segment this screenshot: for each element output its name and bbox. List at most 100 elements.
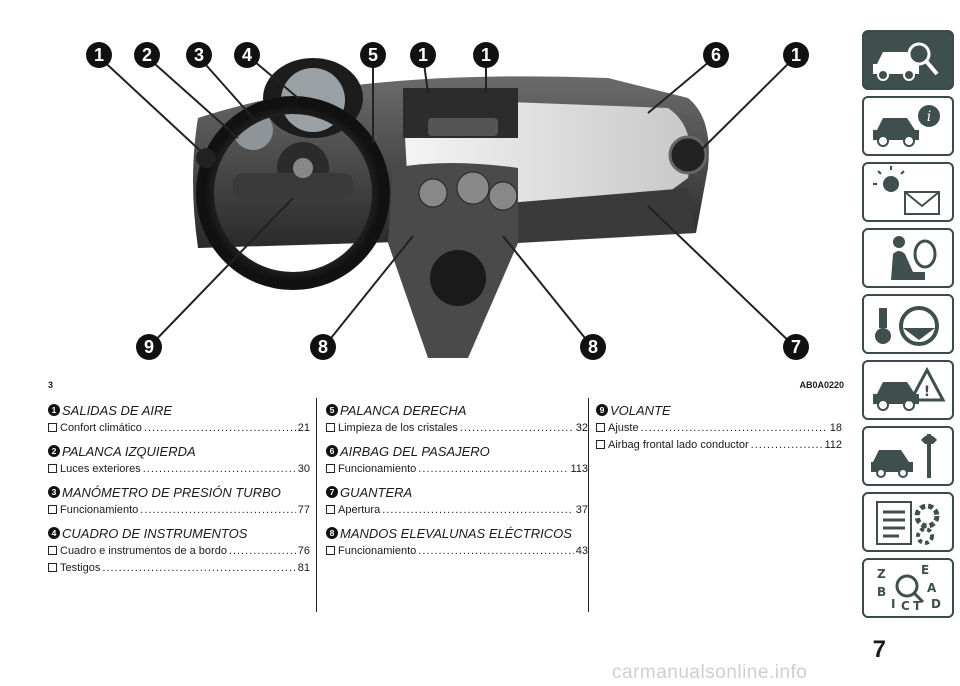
callout-badge: 8: [310, 334, 336, 360]
svg-text:C: C: [901, 599, 910, 613]
checkbox-bullet-icon: [326, 464, 335, 473]
data-settings-icon: [876, 501, 940, 545]
callout-badge: 1: [473, 42, 499, 68]
watermark: carmanualsonline.info: [612, 662, 808, 683]
dot-leader: [102, 561, 295, 575]
index-entry[interactable]: Limpieza de los cristales32: [326, 421, 588, 435]
entry-page: 112: [824, 439, 842, 451]
entry-page: 32: [575, 422, 588, 434]
entry-label: Cuadro e instrumentos de a bordo: [60, 545, 227, 557]
index-entry[interactable]: Luces exteriores30: [48, 462, 310, 476]
dashboard-figure: 1 2 3 4 5 1 1 6 1 9 8 8 7: [48, 28, 844, 378]
tab-maintenance[interactable]: [862, 426, 954, 486]
section-title-text: AIRBAG DEL PASAJERO: [340, 444, 490, 459]
entry-page: 77: [297, 504, 310, 516]
index-entry[interactable]: Cuadro e instrumentos de a bordo76: [48, 544, 310, 558]
steering-key-icon: [875, 306, 939, 346]
tab-technical-data[interactable]: [862, 492, 954, 552]
entry-label: Funcionamiento: [338, 545, 417, 557]
checkbox-bullet-icon: [326, 423, 335, 432]
tab-warning-lights[interactable]: [862, 162, 954, 222]
entry-page: 43: [575, 545, 588, 557]
section-number-badge: 2: [48, 445, 60, 457]
tab-safety[interactable]: [862, 228, 954, 288]
column-divider: [316, 398, 317, 612]
entry-page: 37: [575, 504, 588, 516]
entry-page: 18: [829, 422, 842, 434]
index-entry[interactable]: Apertura37: [326, 503, 588, 517]
index-entry[interactable]: Funcionamiento77: [48, 503, 310, 517]
index-entry[interactable]: Funcionamiento 43: [326, 544, 588, 558]
entry-label: Ajuste: [608, 422, 639, 434]
section-number-badge: 9: [596, 404, 608, 416]
airbag-seat-icon: [891, 236, 937, 280]
tab-knowing-the-car[interactable]: [862, 30, 954, 90]
section-number-badge: 7: [326, 486, 338, 498]
index-entry[interactable]: Testigos 81: [48, 561, 310, 575]
callout-badge: 1: [783, 42, 809, 68]
tab-starting-driving[interactable]: [862, 294, 954, 354]
section-number-badge: 5: [326, 404, 338, 416]
svg-text:Z: Z: [877, 567, 886, 581]
column-divider: [588, 398, 589, 612]
index-entry[interactable]: Confort climático21: [48, 421, 310, 435]
entry-label: Luces exteriores: [60, 463, 141, 475]
index-entry[interactable]: Airbag frontal lado conductor112: [596, 438, 842, 452]
tab-car-info[interactable]: i: [862, 96, 954, 156]
svg-text:I: I: [891, 597, 895, 611]
car-search-icon: [873, 42, 939, 81]
checkbox-bullet-icon: [596, 423, 605, 432]
svg-text:T: T: [913, 599, 922, 613]
callout-badge: 8: [580, 334, 606, 360]
figure-code: AB0A0220: [799, 380, 844, 390]
dot-leader: [418, 544, 573, 558]
index-entry[interactable]: Ajuste 18: [596, 421, 842, 435]
chapter-tabs: i !: [856, 30, 960, 624]
checkbox-bullet-icon: [48, 546, 57, 555]
dot-leader: [143, 462, 296, 476]
checkbox-bullet-icon: [48, 563, 57, 572]
tab-emergency[interactable]: !: [862, 360, 954, 420]
svg-text:B: B: [877, 585, 886, 599]
checkbox-bullet-icon: [48, 505, 57, 514]
checkbox-bullet-icon: [48, 423, 57, 432]
callout-badge: 7: [783, 334, 809, 360]
svg-text:E: E: [921, 563, 929, 577]
callout-badge: 6: [703, 42, 729, 68]
section-title-text: VOLANTE: [610, 403, 671, 418]
svg-text:!: !: [924, 384, 930, 400]
car-road-warning-icon: !: [873, 366, 946, 411]
callout-badge: 5: [360, 42, 386, 68]
dot-leader: [229, 544, 296, 558]
entry-label: Testigos: [60, 562, 101, 574]
entry-page: 81: [297, 562, 310, 574]
callout-badge: 2: [134, 42, 160, 68]
figure-number: 3: [48, 380, 54, 390]
section-title-text: MANÓMETRO DE PRESIÓN TURBO: [62, 485, 281, 500]
dot-leader: [751, 438, 823, 452]
dot-leader: [140, 503, 295, 517]
index-entry[interactable]: Funcionamiento113: [326, 462, 588, 476]
dot-leader: [382, 503, 574, 517]
callout-badge: 4: [234, 42, 260, 68]
section-title-text: PALANCA DERECHA: [340, 403, 467, 418]
